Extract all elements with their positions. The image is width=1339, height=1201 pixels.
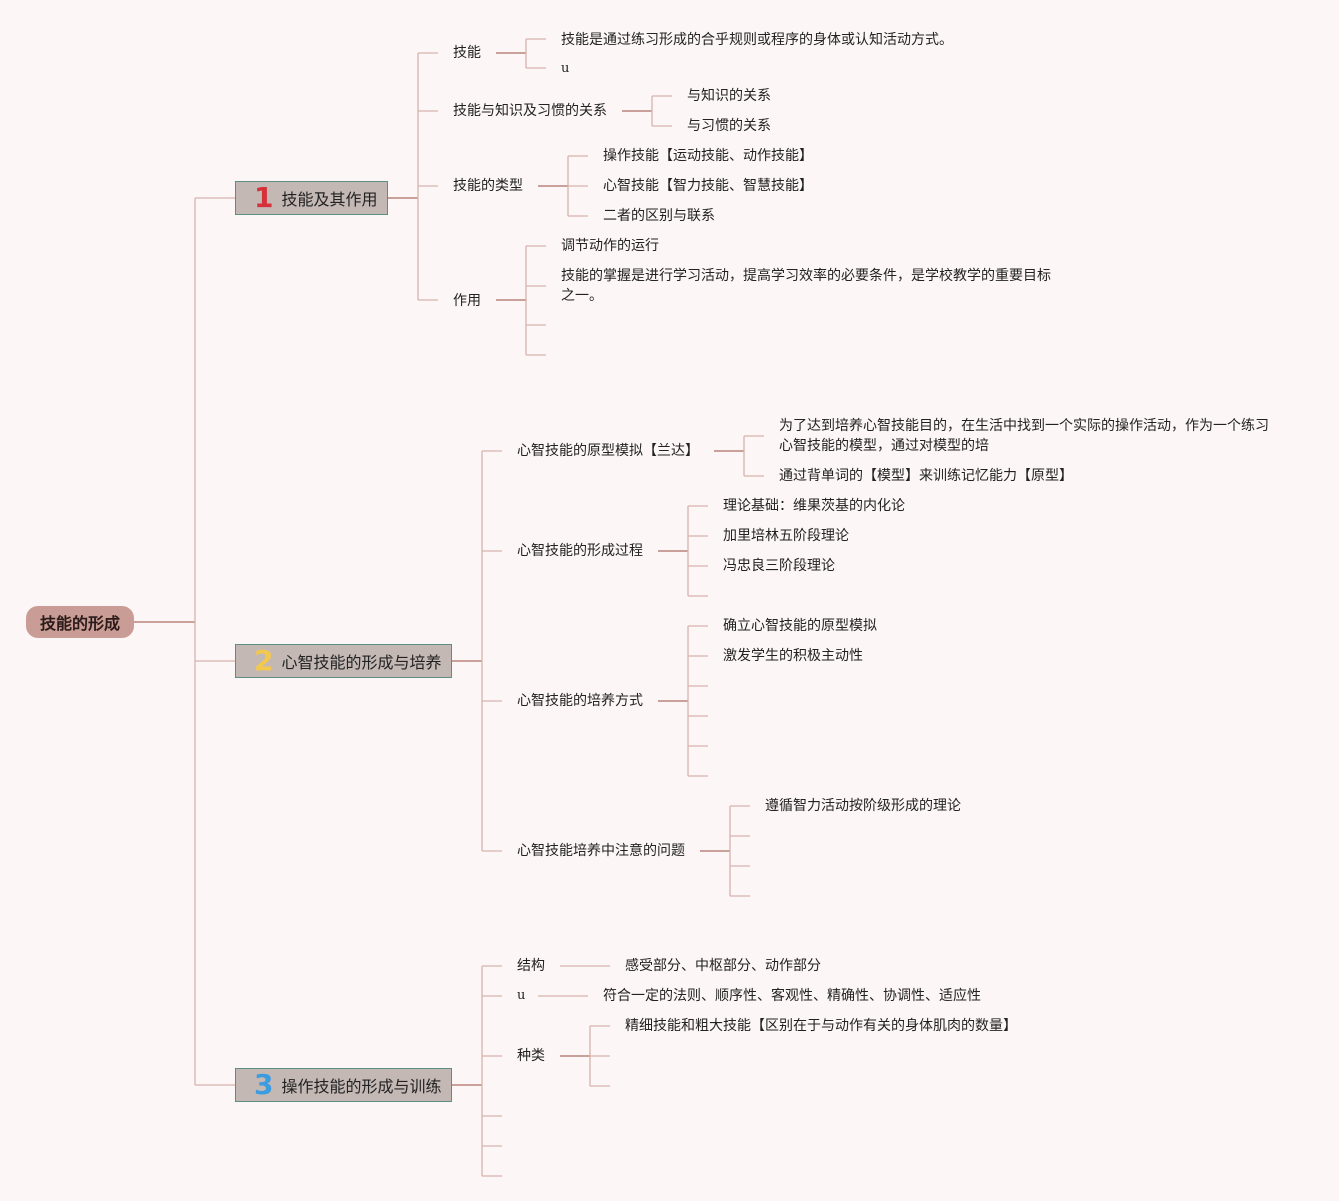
b2-prototype-node[interactable]: 心智技能的原型模拟【兰达】 [517,443,699,459]
b1-types-node[interactable]: 技能的类型 [453,178,523,194]
b3-u-node[interactable]: u [517,988,526,1003]
b1-skill-definition[interactable]: 技能是通过练习形成的合乎规则或程序的身体或认知活动方式。 [561,32,953,48]
b3-u-features[interactable]: 符合一定的法则、顺序性、客观性、精确性、协调性、适应性 [603,988,981,1004]
b3-kinds-fine-gross[interactable]: 精细技能和粗大技能【区别在于与动作有关的身体肌肉的数量】 [625,1018,1017,1034]
root-node[interactable]: 技能的形成 [26,606,134,638]
b2-process-theory[interactable]: 理论基础：维果茨基的内化论 [723,498,905,514]
b2-issues-node[interactable]: 心智技能培养中注意的问题 [517,843,685,859]
b1-relation-node[interactable]: 技能与知识及习惯的关系 [453,103,607,119]
branch-2-node[interactable]: 2 心智技能的形成与培养 [235,644,452,678]
b1-function-node[interactable]: 作用 [453,293,481,309]
b1-skill-u[interactable]: u [561,61,570,76]
b2-process-node[interactable]: 心智技能的形成过程 [517,543,643,559]
b2-process-galperin[interactable]: 加里培林五阶段理论 [723,528,849,544]
b3-kinds-node[interactable]: 种类 [517,1048,545,1064]
b2-cultivation-node[interactable]: 心智技能的培养方式 [517,693,643,709]
b3-structure-parts[interactable]: 感受部分、中枢部分、动作部分 [625,958,821,974]
b1-types-difference[interactable]: 二者的区别与联系 [603,208,715,224]
branch-3-label: 操作技能的形成与训练 [281,1077,442,1096]
b1-skill-node[interactable]: 技能 [453,45,481,61]
b2-cultivation-motivation[interactable]: 激发学生的积极主动性 [723,648,863,664]
b1-function-importance[interactable]: 技能的掌握是进行学习活动，提高学习效率的必要条件，是学校教学的重要目标之一。 [561,268,1051,304]
number-1-badge: 1 [254,181,274,214]
b1-types-mental[interactable]: 心智技能【智力技能、智慧技能】 [603,178,813,194]
b1-types-operation[interactable]: 操作技能【运动技能、动作技能】 [603,148,813,164]
number-3-badge: 3 [254,1068,274,1101]
branch-2-label: 心智技能的形成与培养 [281,653,442,672]
b1-relation-knowledge[interactable]: 与知识的关系 [687,88,771,104]
b2-cultivation-prototype[interactable]: 确立心智技能的原型模拟 [723,618,877,634]
b2-prototype-definition[interactable]: 为了达到培养心智技能目的，在生活中找到一个实际的操作活动，作为一个练习心智技能的… [779,418,1269,454]
branch-3-node[interactable]: 3 操作技能的形成与训练 [235,1068,452,1102]
branch-1-node[interactable]: 1 技能及其作用 [235,181,388,215]
number-2-badge: 2 [254,644,274,677]
b2-issues-theory[interactable]: 遵循智力活动按阶级形成的理论 [765,798,961,814]
b1-function-regulate[interactable]: 调节动作的运行 [561,238,659,254]
b3-structure-node[interactable]: 结构 [517,958,545,974]
b2-process-feng[interactable]: 冯忠良三阶段理论 [723,558,835,574]
b2-prototype-example[interactable]: 通过背单词的【模型】来训练记忆能力【原型】 [779,468,1073,484]
branch-1-label: 技能及其作用 [281,190,378,209]
b1-relation-habit[interactable]: 与习惯的关系 [687,118,771,134]
